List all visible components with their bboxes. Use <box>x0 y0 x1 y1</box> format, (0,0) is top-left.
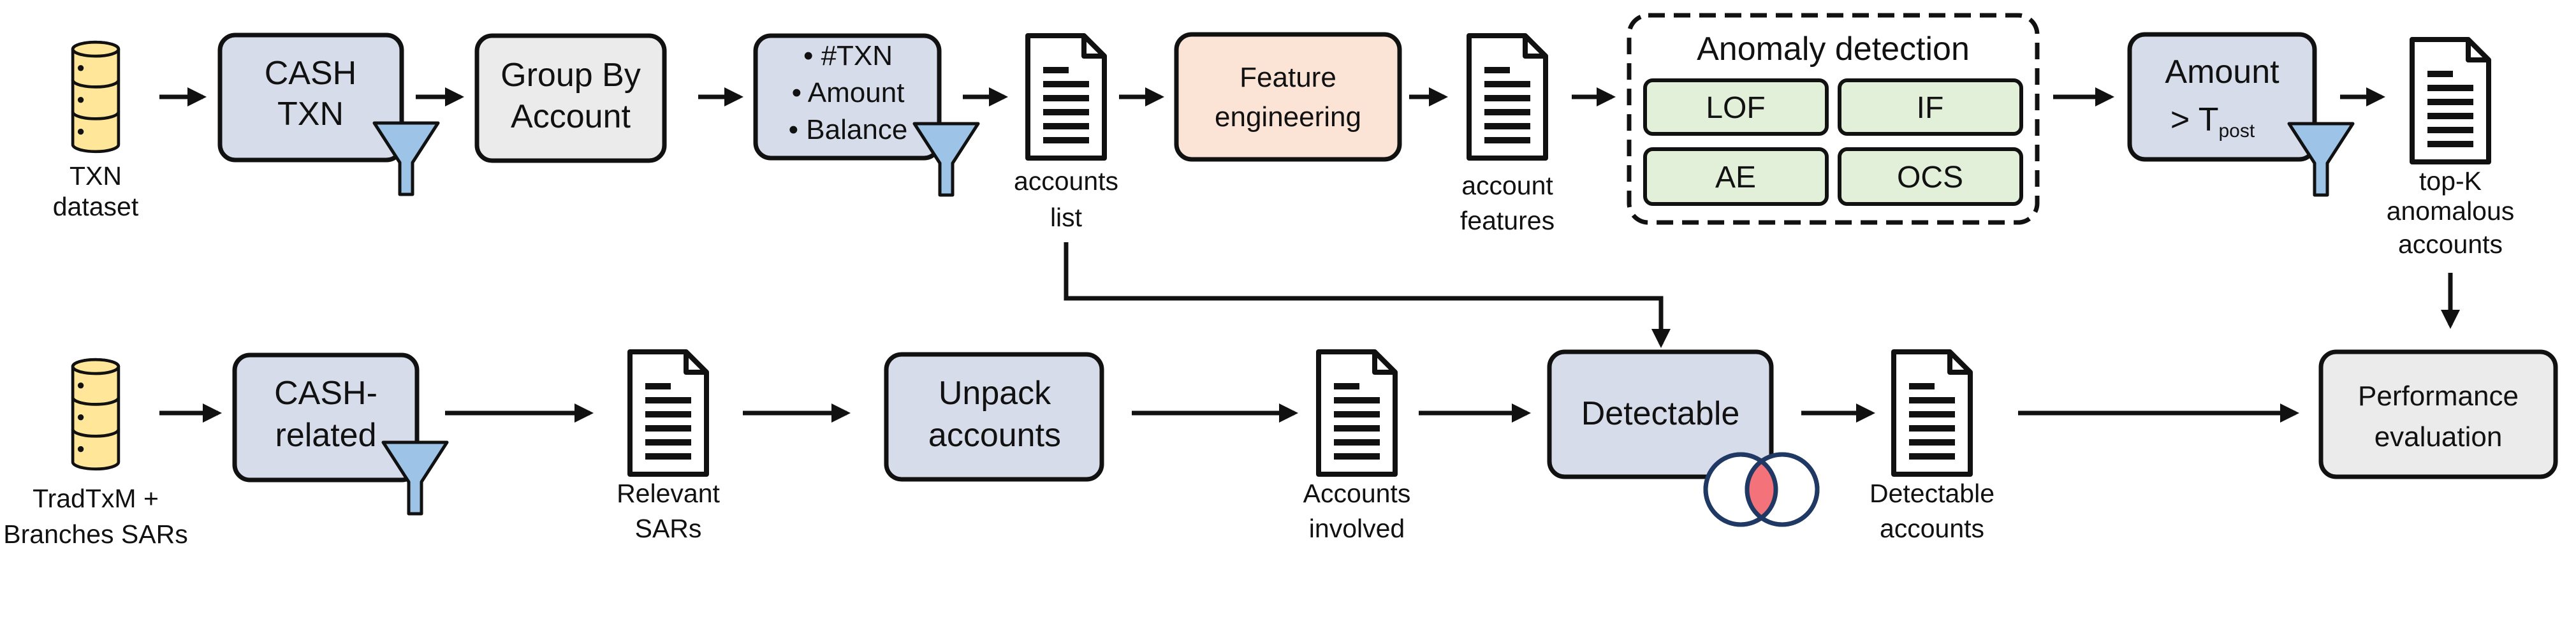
feature-engineering-box: Feature engineering <box>1174 32 1402 162</box>
feature-engineering-line1: Feature <box>1240 62 1336 93</box>
method-if-label: IF <box>1917 91 1944 125</box>
detectable-box-label: Detectable <box>1581 395 1740 432</box>
method-lof-box <box>1643 78 1829 136</box>
txn-dataset-label-line1: TXN <box>70 161 122 191</box>
relevant-sars-label-line1: Relevant <box>617 479 720 508</box>
unpack-accounts-box: Unpack accounts <box>884 352 1104 482</box>
detectable-accounts-label-line2: accounts <box>1880 514 1984 543</box>
account-features-label-line2: features <box>1460 206 1555 235</box>
document-icon <box>1319 352 1395 474</box>
venn-diagram-icon <box>1703 452 1820 527</box>
method-ae-box <box>1643 147 1829 206</box>
anomaly-detection-title: Anomaly detection <box>1697 31 1970 68</box>
detectable-box: Detectable <box>1547 349 1820 527</box>
detectable-accounts-label-line1: Detectable <box>1870 479 1994 508</box>
connector-accounts-to-detectable <box>1064 242 1671 348</box>
amount-threshold-line2: > Tpost <box>2170 101 2255 142</box>
features-list-box: • #TXN • Amount • Balance <box>753 33 978 195</box>
unpack-accounts-line2: accounts <box>928 417 1061 454</box>
cash-related-line2: related <box>275 417 377 454</box>
relevant-sars-node: Relevant SARs <box>617 352 721 543</box>
document-icon <box>2412 40 2489 162</box>
group-by-box-line1: Group By <box>501 57 641 94</box>
document-icon <box>1469 36 1546 158</box>
accounts-involved-label-line2: involved <box>1309 514 1405 543</box>
tradtxm-label-line2: Branches SARs <box>3 519 187 549</box>
method-ocs-box <box>1838 147 2023 206</box>
unpack-accounts-line1: Unpack <box>939 375 1051 412</box>
accounts-list-node: accounts list <box>1014 36 1118 232</box>
txn-dataset-node: TXN dataset <box>53 42 139 221</box>
accounts-involved-label-line1: Accounts <box>1303 479 1411 508</box>
document-icon <box>630 352 706 474</box>
top-k-label-line1: top-K <box>2419 166 2482 196</box>
cash-txn-box-line2: TXN <box>277 96 344 133</box>
accounts-involved-node: Accounts involved <box>1303 352 1411 543</box>
amount-threshold-prefix: > T <box>2170 101 2219 138</box>
top-k-label-line3: accounts <box>2398 229 2503 259</box>
method-ocs-label: OCS <box>1897 161 1963 194</box>
feature-item-txn: • #TXN <box>803 40 893 71</box>
relevant-sars-label-line2: SARs <box>635 514 702 543</box>
detectable-accounts-node: Detectable accounts <box>1870 352 1994 543</box>
database-icon <box>73 359 119 469</box>
cash-related-box: CASH- related <box>232 352 447 514</box>
method-ae-label: AE <box>1715 161 1756 194</box>
tradtxm-label-line1: TradTxM + <box>33 484 159 513</box>
top-k-node: top-K anomalous accounts <box>2387 40 2515 259</box>
accounts-list-label-line1: accounts <box>1014 166 1118 196</box>
feature-item-balance: • Balance <box>789 114 908 145</box>
cash-txn-box: CASH TXN <box>217 33 438 194</box>
feature-item-amount: • Amount <box>792 77 905 108</box>
document-icon <box>1028 36 1104 158</box>
amount-threshold-line1: Amount <box>2165 54 2280 91</box>
amount-threshold-subscript: post <box>2218 120 2255 142</box>
method-lof-label: LOF <box>1706 91 1765 125</box>
cash-related-line1: CASH- <box>274 375 377 412</box>
tradtxm-node: TradTxM + Branches SARs <box>3 359 188 549</box>
method-if-box <box>1838 78 2023 136</box>
account-features-label-line1: account <box>1461 171 1553 200</box>
document-icon <box>1894 352 1970 474</box>
database-icon <box>73 42 119 152</box>
txn-dataset-label-line2: dataset <box>53 192 139 221</box>
group-by-box: Group By Account <box>474 33 667 163</box>
anomaly-detection-group: Anomaly detection LOF IF AE OCS <box>1627 13 2040 225</box>
performance-evaluation-line1: Performance <box>2358 381 2519 412</box>
performance-evaluation-line2: evaluation <box>2375 421 2503 453</box>
cash-txn-box-line1: CASH <box>265 55 356 92</box>
account-features-node: account features <box>1460 36 1555 235</box>
performance-evaluation-box: Performance evaluation <box>2318 349 2558 479</box>
top-k-label-line2: anomalous <box>2387 196 2515 226</box>
amount-threshold-box: Amount > Tpost <box>2127 32 2353 195</box>
accounts-list-label-line2: list <box>1050 203 1083 232</box>
group-by-box-line2: Account <box>511 98 631 135</box>
feature-engineering-line2: engineering <box>1215 101 1361 133</box>
